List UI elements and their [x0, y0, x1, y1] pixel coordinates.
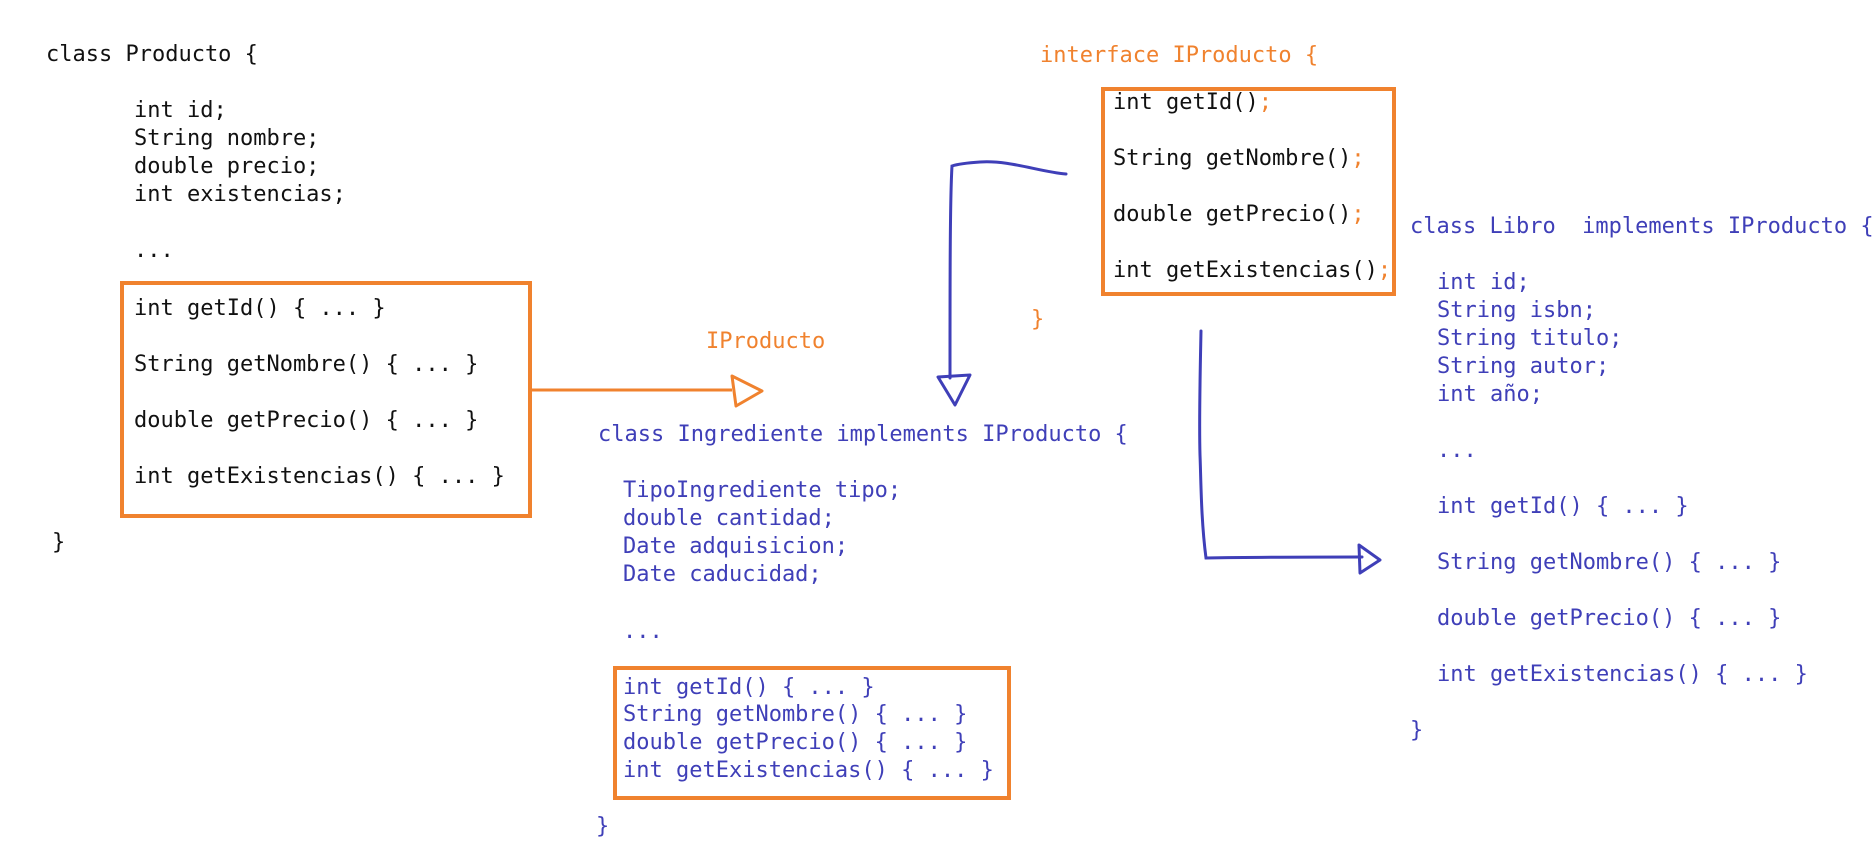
ingrediente-method: int getExistencias() { ... }: [623, 758, 994, 783]
iproducto-method: double getPrecio();: [1113, 202, 1365, 227]
libro-field: String titulo;: [1437, 326, 1623, 351]
iproducto-method: String getNombre();: [1113, 146, 1365, 171]
producto-field: String nombre;: [134, 126, 320, 151]
libro-close: }: [1410, 718, 1424, 743]
libro-method: int getId() { ... }: [1437, 494, 1689, 519]
ingrediente-close: }: [596, 814, 610, 839]
iproducto-close: }: [1031, 307, 1045, 332]
ingrediente-header: class Ingrediente implements IProducto {: [598, 422, 1128, 447]
iproducto-method: int getId();: [1113, 90, 1272, 115]
producto-method: int getId() { ... }: [134, 296, 386, 321]
libro-method: double getPrecio() { ... }: [1437, 606, 1782, 631]
iproducto-header: interface IProducto {: [1040, 43, 1319, 68]
producto-method: String getNombre() { ... }: [134, 352, 479, 377]
libro-method: int getExistencias() { ... }: [1437, 662, 1808, 687]
ingrediente-field: TipoIngrediente tipo;: [623, 478, 902, 503]
producto-field: int existencias;: [134, 182, 346, 207]
ingrediente-method: String getNombre() { ... }: [623, 702, 968, 727]
libro-field: int id;: [1437, 270, 1530, 295]
ingrediente-methods-box: [613, 666, 1011, 800]
iproducto-method: int getExistencias();: [1113, 258, 1392, 283]
blue-arrow-to-libro: [1198, 329, 1382, 575]
arrow-label: IProducto: [706, 329, 826, 354]
ingrediente-field: Date caducidad;: [623, 562, 822, 587]
producto-header: class Producto {: [46, 42, 258, 67]
producto-field: int id;: [134, 98, 227, 123]
ingrediente-field: Date adquisicion;: [623, 534, 849, 559]
libro-ellipsis: ...: [1437, 438, 1477, 463]
producto-method: double getPrecio() { ... }: [134, 408, 479, 433]
libro-field: int año;: [1437, 382, 1543, 407]
producto-method: int getExistencias() { ... }: [134, 464, 505, 489]
orange-realization-arrow: [532, 374, 764, 408]
ingrediente-ellipsis: ...: [623, 619, 663, 644]
libro-field: String isbn;: [1437, 298, 1596, 323]
producto-methods-box: [120, 281, 532, 518]
iproducto-methods-box: [1101, 87, 1396, 296]
libro-header: class Libro implements IProducto {: [1410, 214, 1874, 239]
producto-close: }: [52, 530, 66, 555]
ingrediente-field: double cantidad;: [623, 506, 835, 531]
ingrediente-method: double getPrecio() { ... }: [623, 730, 968, 755]
producto-ellipsis: ...: [134, 238, 174, 263]
libro-field: String autor;: [1437, 354, 1610, 379]
ingrediente-method: int getId() { ... }: [623, 675, 875, 700]
libro-method: String getNombre() { ... }: [1437, 550, 1782, 575]
blue-arrow-to-ingrediente: [936, 160, 1068, 407]
producto-field: double precio;: [134, 154, 320, 179]
